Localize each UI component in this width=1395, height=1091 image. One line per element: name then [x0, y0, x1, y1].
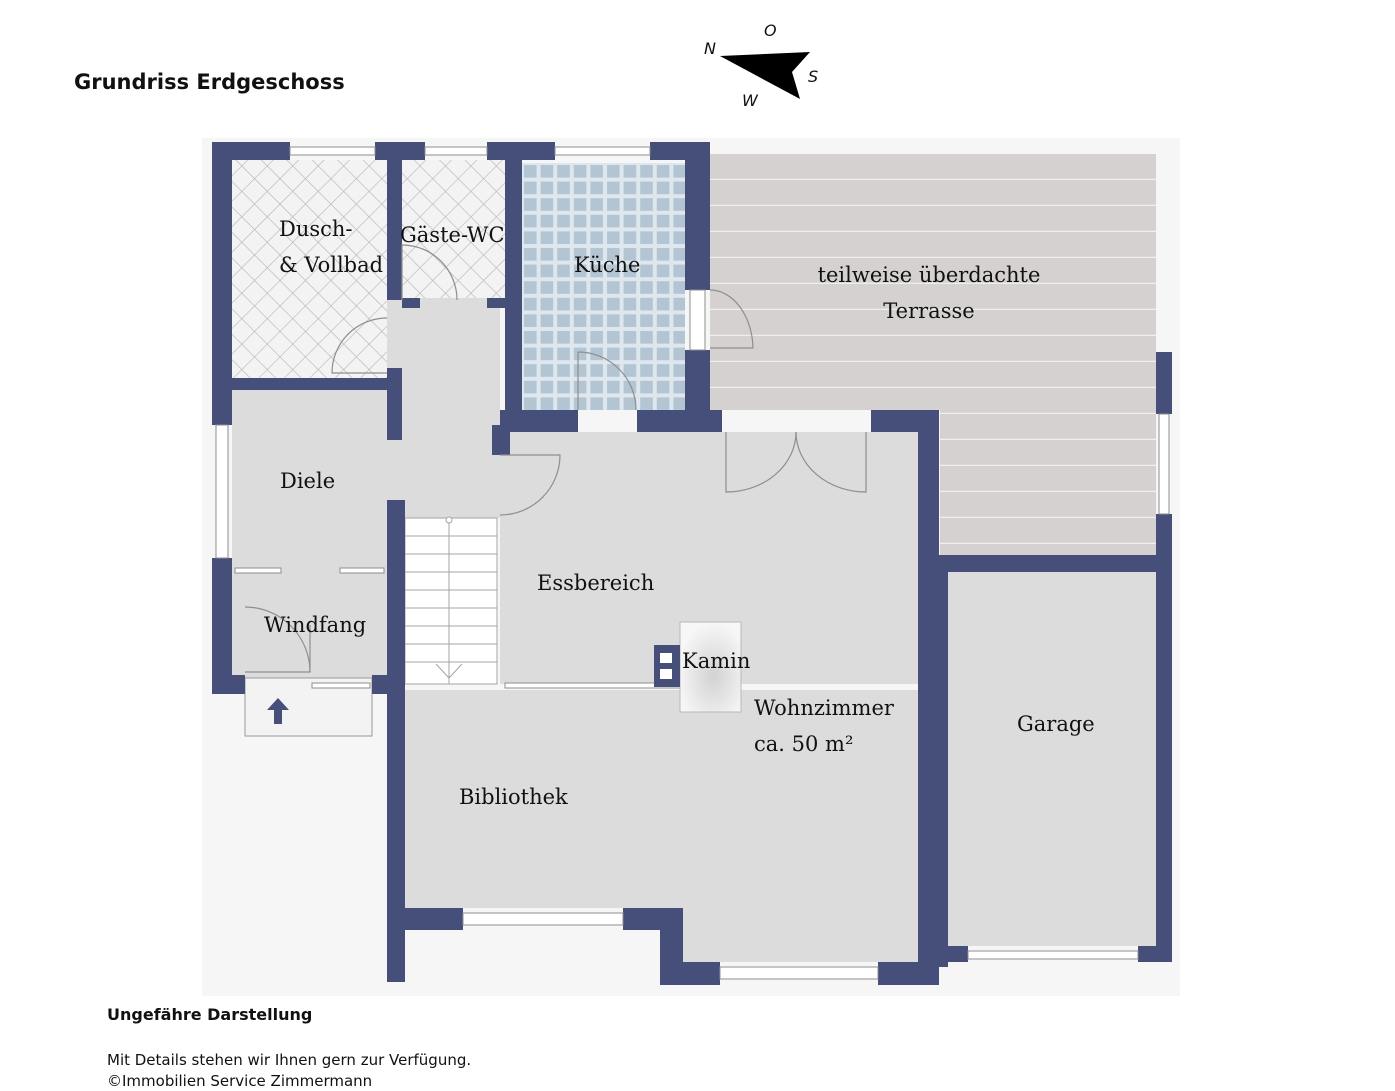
doors	[244, 244, 867, 673]
living-bay-floor	[680, 900, 918, 962]
copyright-text: ©Immobilien Service Zimmermann	[107, 1072, 373, 1090]
walls	[212, 142, 1172, 985]
compass-icon: N O S W	[704, 21, 818, 110]
garage-floor	[948, 572, 1156, 946]
compass-o-label: O	[764, 21, 777, 40]
fireplace	[654, 621, 742, 713]
wc-floor	[402, 160, 505, 298]
compass-w-label: W	[742, 91, 759, 110]
dining-label: Essbereich	[537, 571, 654, 595]
bathroom-floor	[232, 160, 387, 378]
bathroom-label-line1: Dusch-	[279, 217, 353, 241]
vestibule-label: Windfang	[264, 613, 366, 637]
floor-plan: N O S W Dusch- & Vollbad Gäste-WC Küche …	[212, 21, 1172, 985]
staircase	[404, 516, 498, 685]
terrace-label-line1: teilweise überdachte	[818, 263, 1041, 287]
living-room-label-line2: ca. 50 m²	[754, 732, 853, 756]
entrance-arrow-icon	[267, 698, 289, 724]
terrace-floor-lower	[940, 410, 1156, 555]
compass-s-label: S	[808, 67, 818, 86]
windows	[215, 146, 1170, 980]
garage-label: Garage	[1017, 712, 1095, 736]
page-title: Grundriss Erdgeschoss	[74, 70, 345, 94]
wc-label: Gäste-WC	[400, 223, 505, 247]
kitchen-floor	[522, 163, 685, 410]
terrace-floor	[710, 154, 1156, 410]
library-label: Bibliothek	[459, 785, 568, 809]
kitchen-label: Küche	[574, 253, 640, 277]
living-room-label-line1: Wohnzimmer	[754, 696, 895, 720]
terrace-label-line2: Terrasse	[883, 299, 974, 323]
bathroom-label-line2: & Vollbad	[279, 253, 383, 277]
fireplace-label: Kamin	[682, 649, 750, 673]
hall-label: Diele	[280, 469, 335, 493]
compass-n-label: N	[704, 39, 716, 58]
disclaimer-title: Ungefähre Darstellung	[107, 1005, 313, 1024]
corridor-floor	[387, 298, 500, 518]
door-frames	[234, 567, 385, 689]
disclaimer-text: Mit Details stehen wir Ihnen gern zur Ve…	[107, 1051, 472, 1069]
living-floor	[405, 690, 918, 908]
